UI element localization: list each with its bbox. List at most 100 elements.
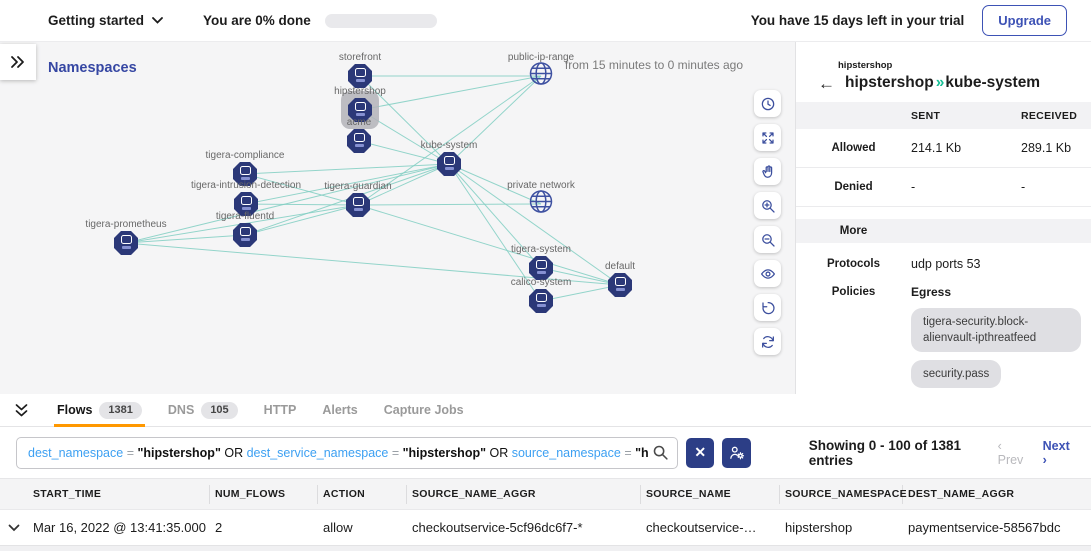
next-page-link[interactable]: Next ›	[1042, 438, 1070, 467]
node-label-storefront: storefront	[338, 52, 382, 63]
graph-node-calico-system[interactable]	[529, 289, 553, 313]
col-sent-header: SENT	[911, 109, 941, 122]
node-label-kube-system: kube-system	[420, 140, 478, 151]
graph-node-hipstershop[interactable]	[348, 98, 372, 122]
undo-icon	[761, 301, 775, 314]
filter-segment-key: source_namespace	[511, 445, 621, 460]
row-expand-button[interactable]	[0, 524, 28, 532]
zoom-out-button[interactable]	[754, 226, 781, 253]
column-header-start_time[interactable]: START_TIME	[28, 484, 210, 504]
graph-node-tigera-fluentd[interactable]	[233, 223, 257, 247]
allowed-sent-value: 214.1 Kb	[911, 141, 962, 155]
namespace-icon	[443, 156, 455, 165]
graph-view-title: Namespaces	[48, 60, 137, 76]
tab-count-badge: 105	[201, 401, 238, 419]
node-label-tigera-intrusion-detection: tigera-intrusion-detection	[190, 180, 302, 191]
showing-entries-text: Showing 0 - 100 of 1381 entries	[808, 437, 962, 468]
column-header-action[interactable]: ACTION	[318, 484, 407, 504]
column-header-source_name_aggr[interactable]: SOURCE_NAME_AGGR	[407, 484, 641, 504]
namespace-icon	[239, 227, 251, 236]
trial-days-text: You have 15 days left in your trial	[750, 13, 965, 28]
refresh-icon	[761, 335, 774, 348]
chevron-down-icon	[8, 524, 20, 531]
table-cell-num_flows: 2	[215, 520, 223, 535]
node-label-tigera-system: tigera-system	[510, 244, 572, 255]
node-label-hipstershop: hipstershop	[334, 86, 386, 97]
tab-capture-jobs[interactable]: Capture Jobs	[383, 403, 464, 417]
upgrade-button[interactable]: Upgrade	[982, 5, 1067, 36]
column-header-source_namespace[interactable]: SOURCE_NAMESPACE	[780, 484, 907, 504]
clock-icon	[761, 97, 774, 110]
graph-node-public-ip-range[interactable]	[528, 61, 554, 92]
sidebar-expand-button[interactable]	[0, 44, 36, 80]
graph-node-kube-system[interactable]	[437, 152, 461, 176]
filter-segment-key: dest_service_namespace	[246, 445, 389, 460]
eye-button[interactable]	[754, 260, 781, 287]
time-range-text: from 15 minutes to 0 minutes ago	[564, 58, 743, 72]
traffic-stats-table: SENT RECEIVED Allowed 214.1 Kb 289.1 Kb …	[796, 102, 1091, 207]
policy-badge[interactable]: tigera-security.block-alienvault-ipthrea…	[911, 308, 1081, 353]
search-icon	[653, 445, 668, 460]
table-cell-source_name: checkoutservice-…	[646, 520, 757, 535]
graph-node-tigera-intrusion-detection[interactable]	[234, 192, 258, 216]
table-cell-action: allow	[323, 520, 353, 535]
allowed-row: Allowed 214.1 Kb 289.1 Kb	[796, 129, 1091, 168]
globe-icon	[528, 190, 554, 219]
clock-button[interactable]	[754, 90, 781, 117]
policy-badge[interactable]: security.pass	[911, 360, 1002, 389]
namespace-icon	[614, 277, 626, 286]
pan-button[interactable]	[754, 158, 781, 185]
node-label-tigera-compliance: tigera-compliance	[205, 150, 285, 161]
protocols-row: Protocols udp ports 53	[796, 257, 1091, 271]
search-button[interactable]	[648, 444, 669, 461]
namespace-icon	[535, 260, 547, 269]
namespace-icon	[239, 166, 251, 175]
back-arrow-icon[interactable]: ←	[818, 73, 835, 93]
graph-node-storefront[interactable]	[348, 64, 372, 88]
graph-node-private-network[interactable]	[528, 189, 554, 220]
namespace-icon	[354, 102, 366, 111]
graph-node-tigera-prometheus[interactable]	[114, 231, 138, 255]
filter-segment-op: =	[624, 445, 632, 460]
pan-icon	[761, 164, 772, 178]
next-row-divider	[0, 545, 1091, 551]
graph-node-tigera-system[interactable]	[529, 256, 553, 280]
column-header-dest_name_aggr[interactable]: DEST_NAME_AGGR	[908, 488, 1015, 500]
refresh-button[interactable]	[754, 328, 781, 355]
column-header-num_flows[interactable]: NUM_FLOWS	[210, 484, 318, 504]
detail-title: hipstershop»kube-system	[845, 74, 1041, 91]
tab-http[interactable]: HTTP	[263, 403, 297, 417]
collapse-panel-button[interactable]	[12, 401, 31, 420]
edge-direction-icon: »	[935, 74, 945, 91]
filter-segment-or: OR	[489, 445, 509, 460]
prev-page-link[interactable]: ‹ Prev	[997, 438, 1024, 467]
double-chevron-down-icon	[15, 403, 28, 416]
column-header-source_name[interactable]: SOURCE_NAME	[641, 484, 780, 504]
user-gear-icon	[729, 446, 744, 459]
detail-panel: hipstershop ← hipstershop»kube-system SE…	[796, 42, 1091, 394]
graph-node-acme[interactable]	[347, 129, 371, 153]
protocols-value: udp ports 53	[911, 257, 981, 271]
clear-filter-button[interactable]: ✕	[686, 437, 715, 468]
graph-node-tigera-guardian[interactable]	[346, 193, 370, 217]
allowed-received-value: 289.1 Kb	[1021, 141, 1072, 155]
progress-bar	[324, 13, 437, 28]
namespace-icon	[352, 197, 364, 206]
zoom-in-button[interactable]	[754, 192, 781, 219]
flow-filter-input[interactable]: dest_namespace = "hipstershop" OR dest_s…	[16, 436, 679, 469]
filter-segment-val: "hipstershop"	[137, 445, 221, 460]
getting-started-menu[interactable]: Getting started	[48, 13, 163, 28]
tab-alerts[interactable]: Alerts	[322, 403, 358, 417]
more-section-header: More	[796, 219, 1091, 243]
undo-button[interactable]	[754, 294, 781, 321]
graph-node-default[interactable]	[608, 273, 632, 297]
graph-node-tigera-compliance[interactable]	[233, 162, 257, 186]
column-settings-button[interactable]	[722, 437, 751, 468]
fit-screen-button[interactable]	[754, 124, 781, 151]
filter-segment-val: "hipstershop"	[402, 445, 487, 460]
namespace-icon	[240, 196, 252, 205]
